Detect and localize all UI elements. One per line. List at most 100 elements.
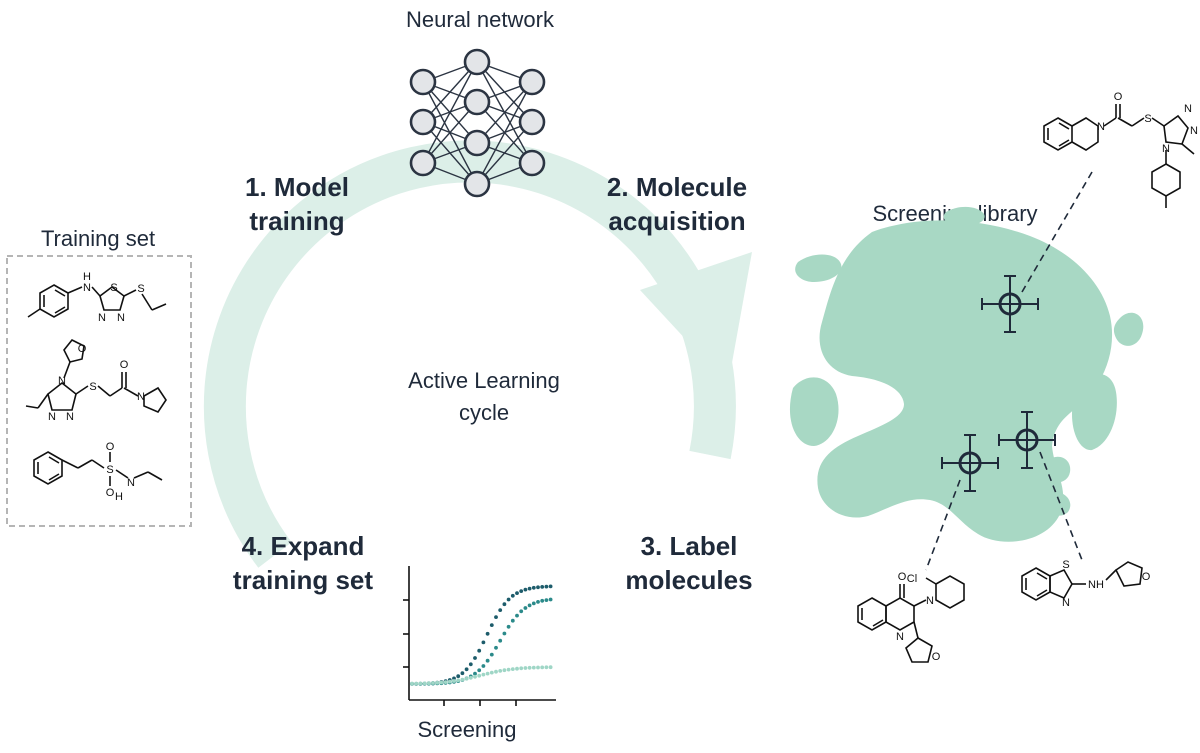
curve-3-dot <box>506 667 511 672</box>
curve-1-dot <box>456 674 461 679</box>
step1-label-line2: training <box>249 206 344 236</box>
svg-text:S: S <box>89 381 96 393</box>
curve-3-dot <box>485 671 490 676</box>
curve-1-dot <box>468 662 473 667</box>
curve-1-dot <box>527 586 532 591</box>
step1-label-line1: 1. Model <box>245 172 349 202</box>
step4-label-line2: training set <box>233 565 373 595</box>
curve-3-dot <box>531 665 536 670</box>
curve-3-dot <box>498 669 503 673</box>
svg-text:N: N <box>127 477 135 489</box>
curve-1-dot <box>485 631 490 636</box>
curve-2-dot <box>548 597 553 602</box>
curve-2-dot <box>519 609 524 614</box>
svg-text:N: N <box>48 411 56 423</box>
network-title: Neural network <box>406 7 555 32</box>
svg-text:N: N <box>117 312 125 324</box>
curve-3-dot <box>460 677 465 682</box>
training-set-title: Training set <box>41 226 155 251</box>
svg-text:N: N <box>896 631 904 643</box>
curve-1-dot <box>473 656 477 660</box>
connector-lines <box>925 171 1093 571</box>
cycle-title-line1: Active Learning <box>408 368 560 393</box>
svg-text:O: O <box>1114 91 1123 103</box>
curve-1-dot <box>548 584 553 589</box>
plot-x-label: Screening <box>417 717 516 742</box>
curve-3-dot <box>548 665 553 670</box>
curve-2-dot <box>489 652 494 657</box>
training-set-box <box>6 255 192 527</box>
curve-2-dot <box>536 600 540 604</box>
neural-network-icon <box>409 48 546 198</box>
curve-2-dot <box>531 601 536 606</box>
curve-3-dot <box>418 681 423 686</box>
curve-2-dot <box>485 658 490 663</box>
curve-1-dot <box>477 648 482 653</box>
training-molecule-2: O N S N N O N <box>25 338 167 423</box>
curve-3-dot <box>477 673 482 678</box>
crosshair-icon <box>981 275 1039 333</box>
curve-1-dot <box>510 593 515 598</box>
curve-3-dot <box>456 678 461 683</box>
curve-3-dot <box>435 680 440 685</box>
curve-2-dot <box>498 638 503 643</box>
training-molecule-1: H N S N N S <box>27 271 167 324</box>
curve-1-dot <box>481 640 486 645</box>
svg-text:O: O <box>106 441 115 453</box>
svg-text:O: O <box>898 571 907 583</box>
curve-2-dot <box>502 631 507 636</box>
curve-1-dot <box>523 587 528 592</box>
curve-1-dot <box>536 585 540 590</box>
curve-1-dot <box>489 623 494 627</box>
step2-label-line1: 2. Molecule <box>607 172 747 202</box>
library-molecule-bottom-right: S N NH O <box>1021 559 1151 609</box>
crosshair-icon <box>998 411 1056 469</box>
curve-1-dot <box>460 671 465 676</box>
curve-2-dot <box>477 668 482 673</box>
step3-label-line1: 3. Label <box>641 531 738 561</box>
training-molecule-3: O S O N H <box>33 441 163 503</box>
curve-1-dot <box>515 591 519 595</box>
curve-1-dot <box>506 597 511 602</box>
curve-3-dot <box>494 669 498 674</box>
svg-text:O: O <box>1142 571 1151 583</box>
plot-curves <box>410 584 553 686</box>
curve-3-dot <box>510 667 515 671</box>
svg-text:S: S <box>106 464 113 476</box>
curve-3-dot <box>540 665 545 670</box>
curve-3-dot <box>414 681 419 686</box>
svg-text:O: O <box>78 343 87 355</box>
svg-text:N: N <box>1190 125 1198 137</box>
curve-2-dot <box>510 618 515 623</box>
step3-label-line2: molecules <box>625 565 752 595</box>
curve-3-dot <box>527 665 532 670</box>
svg-text:N: N <box>1184 103 1192 115</box>
screening-plot: Screening <box>403 566 556 742</box>
curve-3-dot <box>536 665 540 670</box>
library-molecule-top: O N S N N N <box>1043 91 1198 208</box>
curve-2-dot <box>473 671 477 676</box>
cycle-title-line2: cycle <box>459 400 509 425</box>
curve-3-dot <box>410 681 414 686</box>
curve-1-dot <box>502 602 507 607</box>
cycle-arrowhead <box>640 252 752 385</box>
svg-text:O: O <box>120 359 129 371</box>
svg-text:N: N <box>926 595 934 607</box>
svg-text:N: N <box>98 312 106 324</box>
step4-label-line1: 4. Expand <box>242 531 365 561</box>
curve-1-dot <box>531 585 536 590</box>
curve-1-dot <box>452 676 456 681</box>
curve-1-dot <box>540 585 545 589</box>
svg-text:H: H <box>115 491 123 503</box>
curve-3-dot <box>426 681 431 686</box>
curve-3-dot <box>464 676 469 681</box>
svg-text:N: N <box>1062 597 1070 609</box>
curve-3-dot <box>481 672 486 677</box>
curve-1-dot <box>494 615 498 619</box>
svg-text:N: N <box>1162 143 1170 155</box>
svg-text:S: S <box>137 283 144 295</box>
svg-text:N: N <box>1097 121 1105 133</box>
curve-2-dot <box>515 613 519 618</box>
curve-3-dot <box>519 666 524 671</box>
